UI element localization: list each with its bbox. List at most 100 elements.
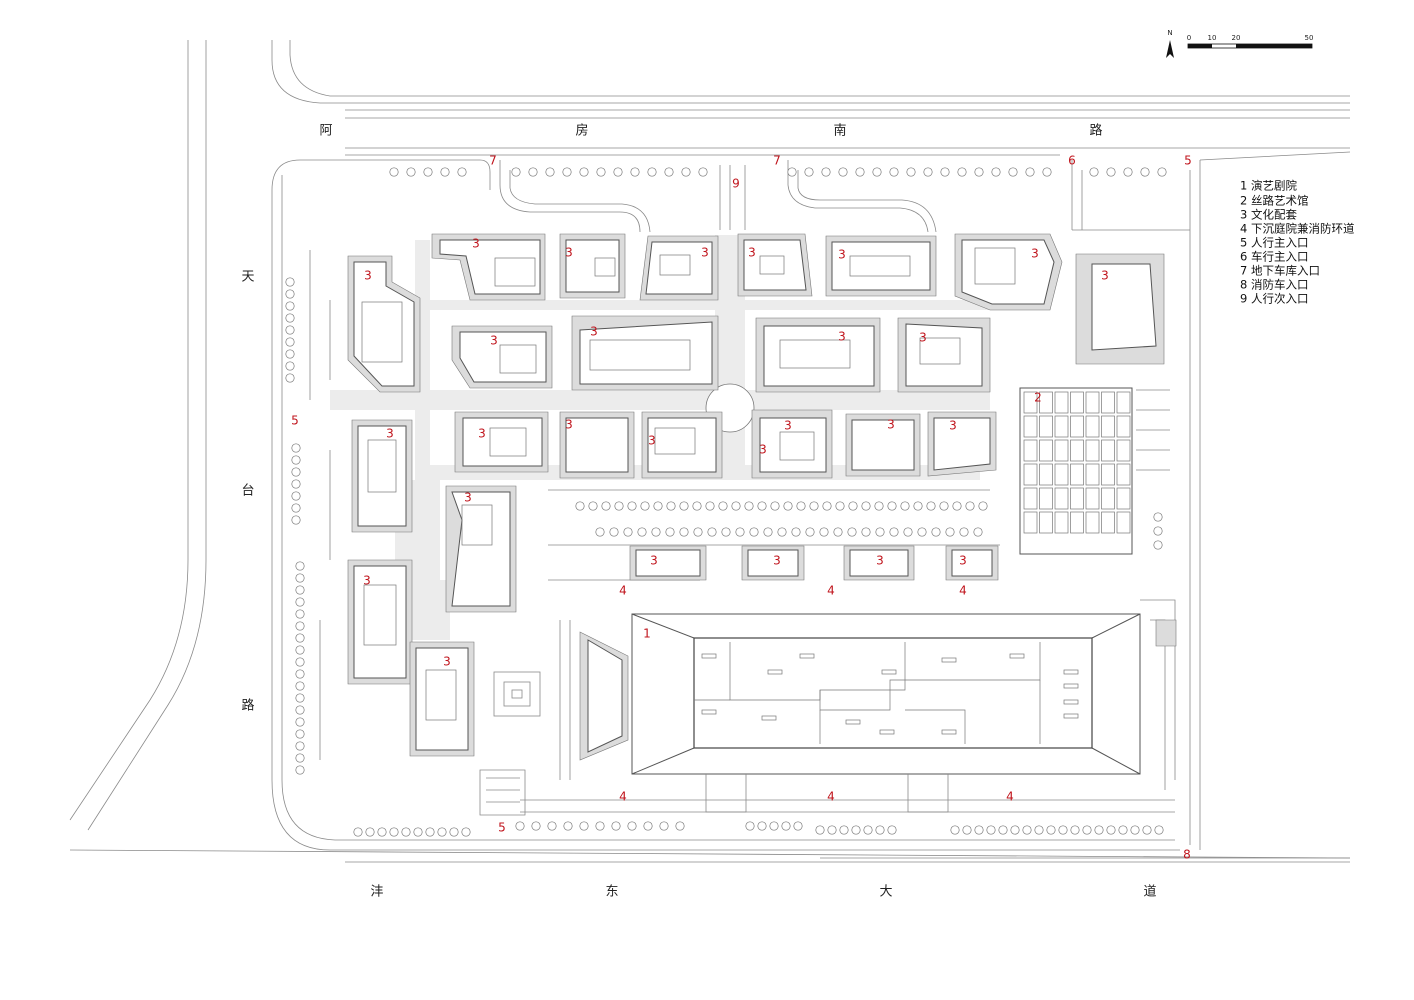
scale-tick-0: 0: [1187, 34, 1191, 42]
marker-7: 7: [489, 154, 497, 168]
marker-4: 4: [619, 584, 627, 598]
marker-3: 3: [472, 237, 480, 251]
tree-icon: [295, 657, 305, 667]
tree-icon: [401, 827, 411, 837]
tree-icon: [926, 501, 936, 511]
tree-icon: [295, 573, 305, 583]
marker-3: 3: [748, 246, 756, 260]
museum-bay: [1054, 391, 1069, 414]
tree-icon: [851, 825, 861, 835]
marker-3: 3: [648, 434, 656, 448]
tree-icon: [295, 669, 305, 679]
tree-icon: [1153, 526, 1163, 536]
marker-3: 3: [784, 419, 792, 433]
tree-icon: [957, 167, 967, 177]
tree-icon: [804, 167, 814, 177]
tree-icon: [835, 501, 845, 511]
museum-bay: [1116, 463, 1131, 486]
silk-road-art-museum: [1019, 387, 1170, 555]
marker-4: 4: [827, 584, 835, 598]
marker-5: 5: [498, 821, 506, 835]
tree-icon: [613, 167, 623, 177]
tree-icon: [285, 313, 295, 323]
museum-bay: [1039, 463, 1053, 486]
museum-bay: [1101, 511, 1115, 534]
tree-icon: [791, 527, 801, 537]
museum-bay: [1039, 391, 1053, 414]
tree-icon: [665, 527, 675, 537]
tree-icon: [295, 609, 305, 619]
tree-icon: [295, 681, 305, 691]
tree-icon: [1070, 825, 1080, 835]
marker-3: 3: [464, 491, 472, 505]
tree-icon: [917, 527, 927, 537]
tree-icon: [389, 167, 399, 177]
tree-icon: [744, 501, 754, 511]
tree-icon: [913, 501, 923, 511]
tree-icon: [457, 167, 467, 177]
museum-bay: [1116, 391, 1131, 414]
tree-icon: [285, 361, 295, 371]
tree-icon: [630, 167, 640, 177]
marker-4: 4: [619, 790, 627, 804]
marker-5: 5: [291, 414, 299, 428]
tree-icon: [449, 827, 459, 837]
marker-3: 3: [364, 269, 372, 283]
tree-icon: [643, 821, 653, 831]
marker-3: 3: [773, 554, 781, 568]
museum-bay: [1070, 487, 1084, 510]
tree-icon: [291, 443, 301, 453]
tree-icon: [614, 501, 624, 511]
museum-bay: [1023, 439, 1038, 462]
tree-icon: [974, 167, 984, 177]
museum-bay: [1085, 439, 1100, 462]
tree-icon: [931, 527, 941, 537]
road-char: 沣: [370, 885, 383, 900]
marker-2: 2: [1034, 391, 1042, 405]
tree-icon: [295, 633, 305, 643]
legend-item: 5 人行主入口: [1240, 236, 1308, 250]
road-char: 南: [833, 123, 846, 139]
tree-icon: [575, 501, 585, 511]
skylight: [1063, 669, 1079, 675]
tree-icon: [962, 825, 972, 835]
tree-icon: [863, 825, 873, 835]
tree-icon: [839, 825, 849, 835]
marker-4: 4: [1006, 790, 1014, 804]
museum-bay: [1039, 439, 1053, 462]
tree-icon: [596, 167, 606, 177]
tree-icon: [291, 491, 301, 501]
tree-icon: [1058, 825, 1068, 835]
museum-bay: [1054, 415, 1069, 438]
performing-arts-theatre: [559, 613, 1177, 813]
tree-icon: [1118, 825, 1128, 835]
tree-icon: [1153, 540, 1163, 550]
tree-icon: [1140, 167, 1150, 177]
legend-item: 9 人行次入口: [1240, 292, 1308, 306]
museum-bay: [1085, 463, 1100, 486]
tree-icon: [653, 501, 663, 511]
skylight: [1063, 713, 1079, 719]
skylight: [701, 653, 717, 659]
tree-icon: [939, 501, 949, 511]
tree-icon: [861, 501, 871, 511]
tree-icon: [291, 467, 301, 477]
tree-icon: [295, 741, 305, 751]
tree-icon: [295, 585, 305, 595]
tree-icon: [609, 527, 619, 537]
tree-icon: [1089, 167, 1099, 177]
scale-tick-10: 10: [1208, 34, 1217, 42]
skylight: [701, 709, 717, 715]
skylight: [845, 719, 861, 725]
tree-icon: [291, 503, 301, 513]
tree-icon: [721, 527, 731, 537]
tree-icon: [974, 825, 984, 835]
tree-icon: [659, 821, 669, 831]
tree-icon: [731, 501, 741, 511]
tree-icon: [291, 515, 301, 525]
tree-icon: [819, 527, 829, 537]
marker-8: 8: [1183, 848, 1191, 862]
museum-bay: [1085, 391, 1100, 414]
marker-3: 3: [701, 246, 709, 260]
skylight: [879, 729, 895, 735]
